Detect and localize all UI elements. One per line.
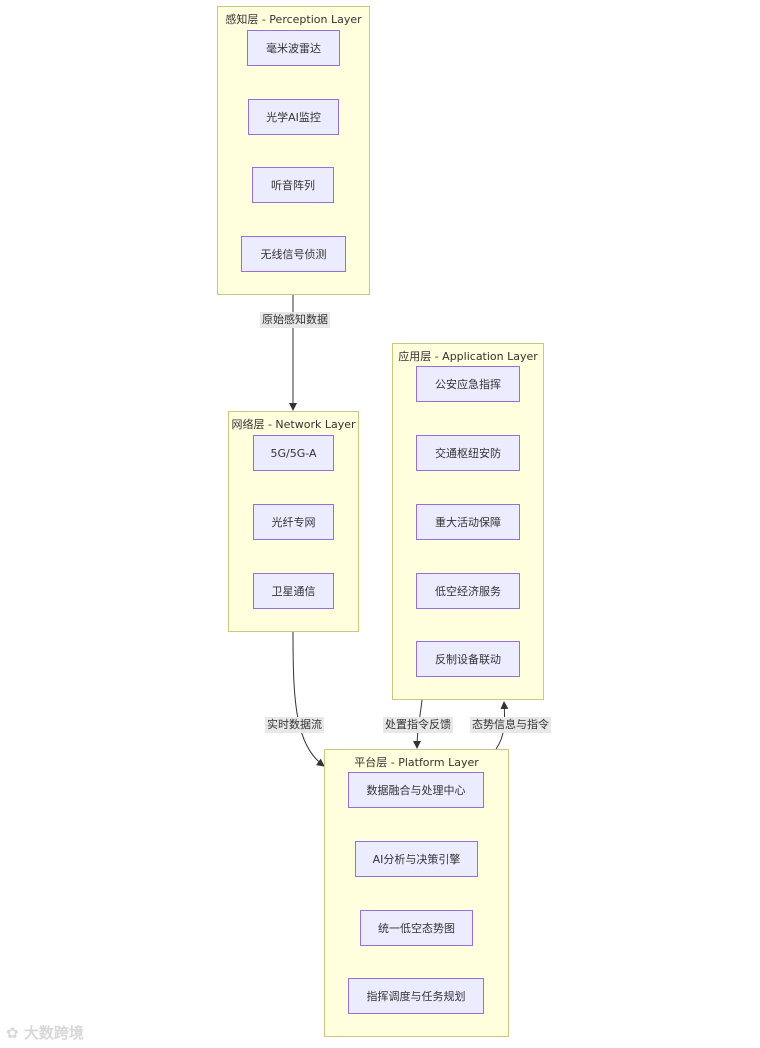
- network-layer-title: 网络层 - Network Layer: [231, 418, 356, 431]
- node-acoustic-array[interactable]: 听音阵列: [252, 167, 334, 203]
- node-mmwave-radar[interactable]: 毫米波雷达: [247, 30, 340, 66]
- edge-label-realtime-stream: 实时数据流: [265, 717, 324, 733]
- watermark-logo: ✿ 大数跨境: [6, 1022, 84, 1043]
- node-data-fusion-center[interactable]: 数据融合与处理中心: [348, 772, 484, 808]
- edge-label-situation-and-commands: 态势信息与指令: [470, 717, 551, 733]
- node-dispatch-and-planning[interactable]: 指挥调度与任务规划: [348, 978, 484, 1014]
- watermark-text: 大数跨境: [23, 1024, 84, 1042]
- perception-layer-title: 感知层 - Perception Layer: [225, 13, 362, 26]
- node-wireless-signal-detection[interactable]: 无线信号侦测: [241, 236, 346, 272]
- platform-layer-title: 平台层 - Platform Layer: [354, 756, 479, 769]
- edge-network-to-platform: [292, 631, 325, 767]
- application-layer-title: 应用层 - Application Layer: [398, 350, 538, 363]
- watermark-mark-icon: ✿: [6, 1024, 19, 1042]
- edge-label-raw-sensing-data: 原始感知数据: [260, 312, 330, 328]
- edge-label-disposal-feedback: 处置指令反馈: [383, 717, 453, 733]
- node-low-altitude-economy[interactable]: 低空经济服务: [416, 573, 520, 609]
- node-major-event-support[interactable]: 重大活动保障: [416, 504, 520, 540]
- node-unified-situation-map[interactable]: 统一低空态势图: [360, 910, 473, 946]
- node-countermeasure-linkage[interactable]: 反制设备联动: [416, 641, 520, 677]
- node-satellite-comm[interactable]: 卫星通信: [253, 573, 334, 609]
- node-transport-hub-security[interactable]: 交通枢纽安防: [416, 435, 520, 471]
- node-optical-ai-monitoring[interactable]: 光学AI监控: [248, 99, 339, 135]
- node-fiber-private-network[interactable]: 光纤专网: [253, 504, 334, 540]
- node-public-security-command[interactable]: 公安应急指挥: [416, 366, 520, 402]
- node-ai-decision-engine[interactable]: AI分析与决策引擎: [355, 841, 478, 877]
- node-5g[interactable]: 5G/5G-A: [253, 435, 334, 471]
